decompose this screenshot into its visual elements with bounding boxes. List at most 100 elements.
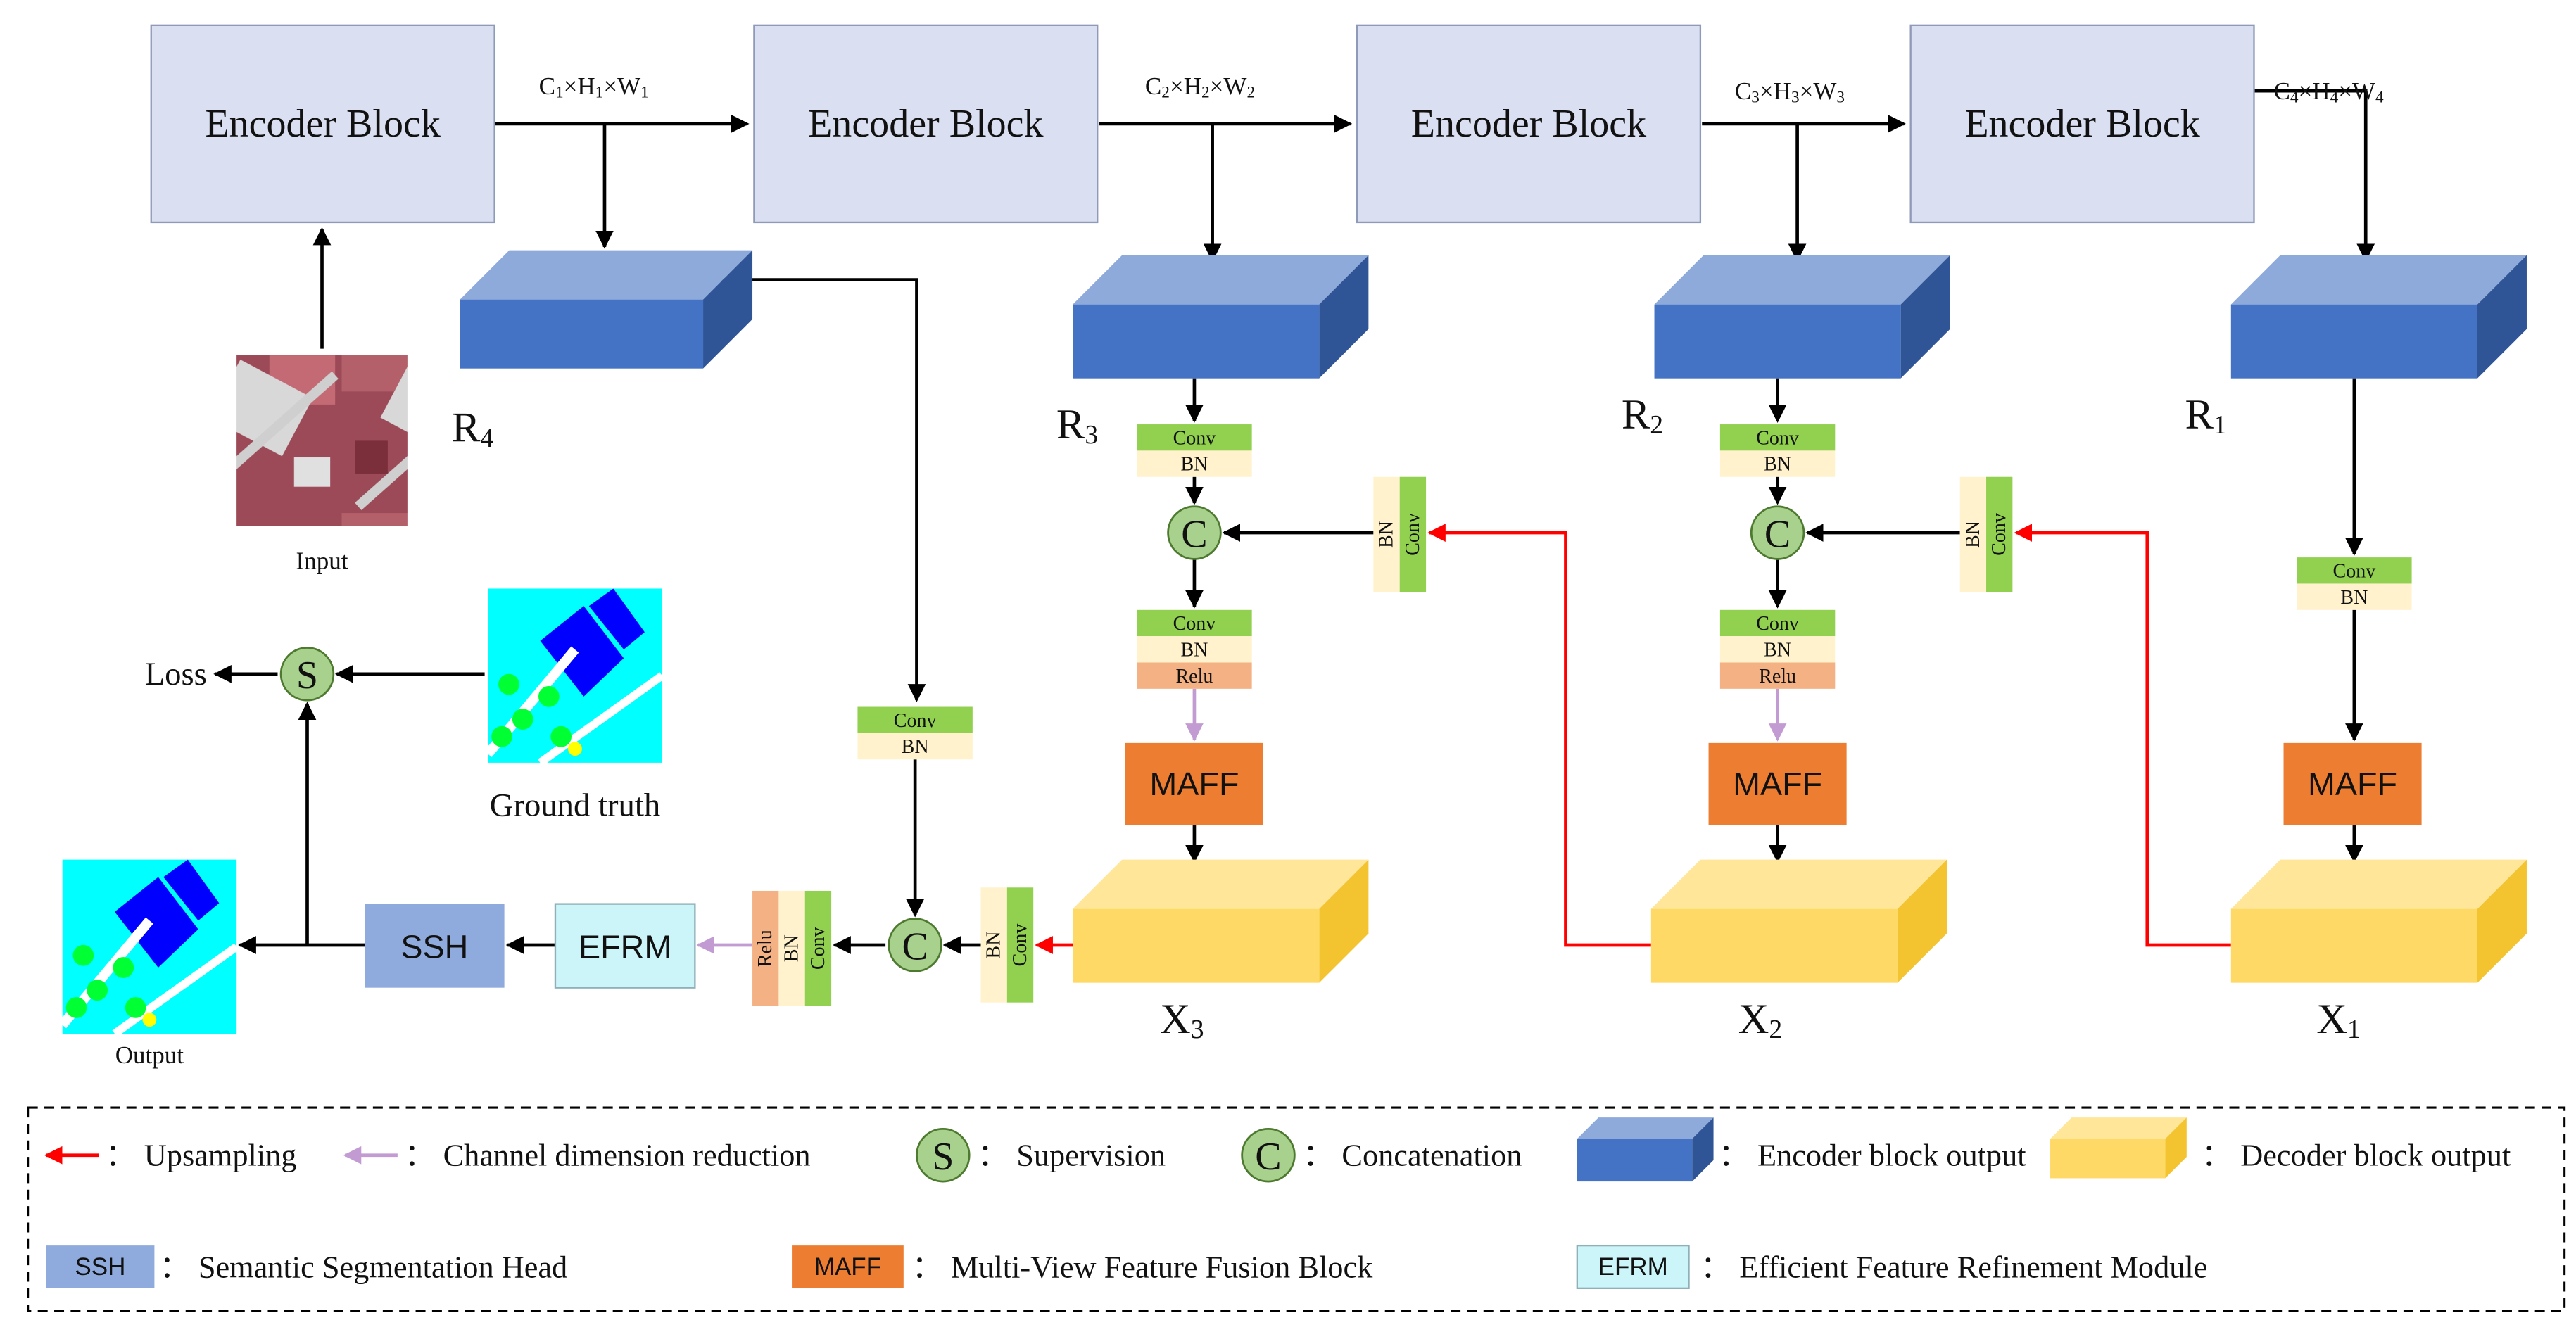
concat-op	[1167, 505, 1222, 560]
box-front-face	[2050, 1139, 2166, 1179]
relu-bn-conv-stack	[752, 890, 832, 1006]
box-side-face	[2477, 255, 2527, 379]
feature-dimension-label: C4×H4×W4	[2274, 77, 2385, 107]
box-front-face	[460, 299, 704, 369]
layer-relu-label: Relu	[1759, 666, 1796, 687]
efrm-block-label: EFRM	[579, 928, 671, 965]
encoder-block	[1909, 24, 2255, 224]
legend-ssh-box-label: SSH	[75, 1253, 125, 1281]
box-top-face	[1073, 255, 1369, 305]
concat-op	[1750, 505, 1805, 560]
layer-relu-label: Relu	[1176, 666, 1213, 687]
efrm-block	[554, 903, 696, 989]
box-top-face	[2230, 859, 2527, 909]
seg-tree	[491, 725, 512, 747]
arrow-upsample-x1	[2014, 524, 2231, 947]
legend-encoder-box	[1577, 1117, 1714, 1182]
layer-conv-label: Conv	[1988, 513, 2010, 556]
seg-road	[538, 672, 665, 766]
seg-tree	[498, 673, 519, 695]
legend-ssh-box	[46, 1245, 155, 1288]
encoder-output-r3	[1073, 255, 1369, 379]
legend-concat-op	[1241, 1128, 1296, 1183]
decoder-output-label: X1	[2316, 996, 2361, 1045]
supervision-op-label: S	[296, 654, 318, 697]
box-side-face	[1897, 859, 1947, 983]
box-side-face	[1319, 255, 1369, 379]
seg-road	[112, 943, 239, 1037]
legend-maff-box	[792, 1245, 904, 1288]
seg-building	[588, 588, 645, 650]
box-side-face	[1692, 1117, 1714, 1182]
layer-conv-label: Conv	[807, 927, 829, 970]
box-top-face	[2050, 1117, 2187, 1139]
box-top-face	[460, 250, 753, 300]
layer-relu	[1137, 662, 1252, 689]
layer-relu-label: Relu	[755, 930, 776, 967]
legend-frame	[27, 1106, 2566, 1313]
encoder-output-label: R3	[1056, 401, 1098, 450]
maff-block-label: MAFF	[2308, 766, 2397, 802]
concat-op-label: C	[1764, 512, 1791, 556]
layer-bn-label: BN	[1180, 639, 1208, 661]
arrow-upsample-x2	[1427, 524, 1651, 947]
encoder-block-label: Encoder Block	[205, 102, 441, 146]
box-front-face	[2230, 908, 2477, 983]
layer-bn-label: BN	[781, 934, 803, 962]
box-front-face	[1654, 304, 1901, 379]
layer-conv	[1006, 887, 1034, 1003]
conv-bn-stack	[1137, 424, 1252, 477]
seg-building	[540, 606, 624, 697]
feature-dimension-label: C3×H3×W3	[1735, 77, 1845, 107]
concat-op-label: C	[1181, 512, 1207, 556]
box-top-face	[1073, 859, 1369, 909]
conv-bn-stack	[1719, 424, 1836, 477]
concat-op-label: C	[902, 925, 928, 968]
layer-bn-label: BN	[2340, 587, 2368, 609]
legend-supervision-label: ： Supervision	[978, 1138, 1166, 1173]
ssh-block	[365, 904, 505, 988]
legend-efrm-box	[1576, 1244, 1690, 1289]
maff-block	[1125, 742, 1263, 825]
seg-tree	[87, 980, 108, 1001]
layer-conv	[857, 706, 973, 733]
layer-conv-label: Conv	[1173, 613, 1216, 635]
box-top-face	[1654, 255, 1950, 305]
input-image	[236, 355, 408, 526]
conv-bn-stack	[2297, 557, 2412, 610]
layer-relu	[1719, 662, 1836, 689]
ground-truth-image	[484, 588, 665, 766]
output-label: Output	[115, 1041, 184, 1069]
decoder-output-x1	[2230, 859, 2527, 983]
layer-bn	[1719, 450, 1836, 477]
box-front-face	[1073, 908, 1320, 983]
legend-ssh-label: ： Semantic Segmentation Head	[159, 1249, 567, 1284]
decoder-output-label: X3	[1160, 996, 1204, 1045]
layer-bn	[980, 887, 1007, 1003]
conv-bn-stack	[857, 706, 973, 760]
legend-maff-box-label: MAFF	[814, 1253, 881, 1281]
layer-relu	[752, 890, 779, 1006]
legend-upsampling-label: ： Upsampling	[105, 1138, 296, 1173]
maff-block-label: MAFF	[1733, 766, 1822, 802]
encoder-block	[1356, 24, 1702, 224]
layer-bn	[2297, 583, 2412, 610]
loss-label: Loss	[145, 656, 207, 692]
seg-tree	[72, 944, 94, 966]
legend-decoder-label: ： Decoder block output	[2202, 1138, 2511, 1173]
layer-bn	[1959, 476, 1987, 592]
encoder-output-label: R4	[452, 404, 493, 453]
layer-conv	[1986, 476, 2013, 592]
layer-conv-label: Conv	[1402, 513, 1424, 556]
concat-op	[888, 918, 942, 972]
layer-bn	[1137, 636, 1252, 663]
feature-dimension-label: C2×H2×W2	[1145, 72, 1255, 102]
legend-reduction-label: ： Channel dimension reduction	[404, 1138, 810, 1173]
box-top-face	[1650, 859, 1947, 909]
box-side-face	[703, 250, 753, 369]
maff-block-label: MAFF	[1149, 766, 1239, 802]
legend-maff-label: ： Multi-View Feature Fusion Block	[911, 1249, 1373, 1284]
arrow-enc4-r1	[2254, 89, 2375, 262]
input-label: Input	[296, 547, 348, 574]
